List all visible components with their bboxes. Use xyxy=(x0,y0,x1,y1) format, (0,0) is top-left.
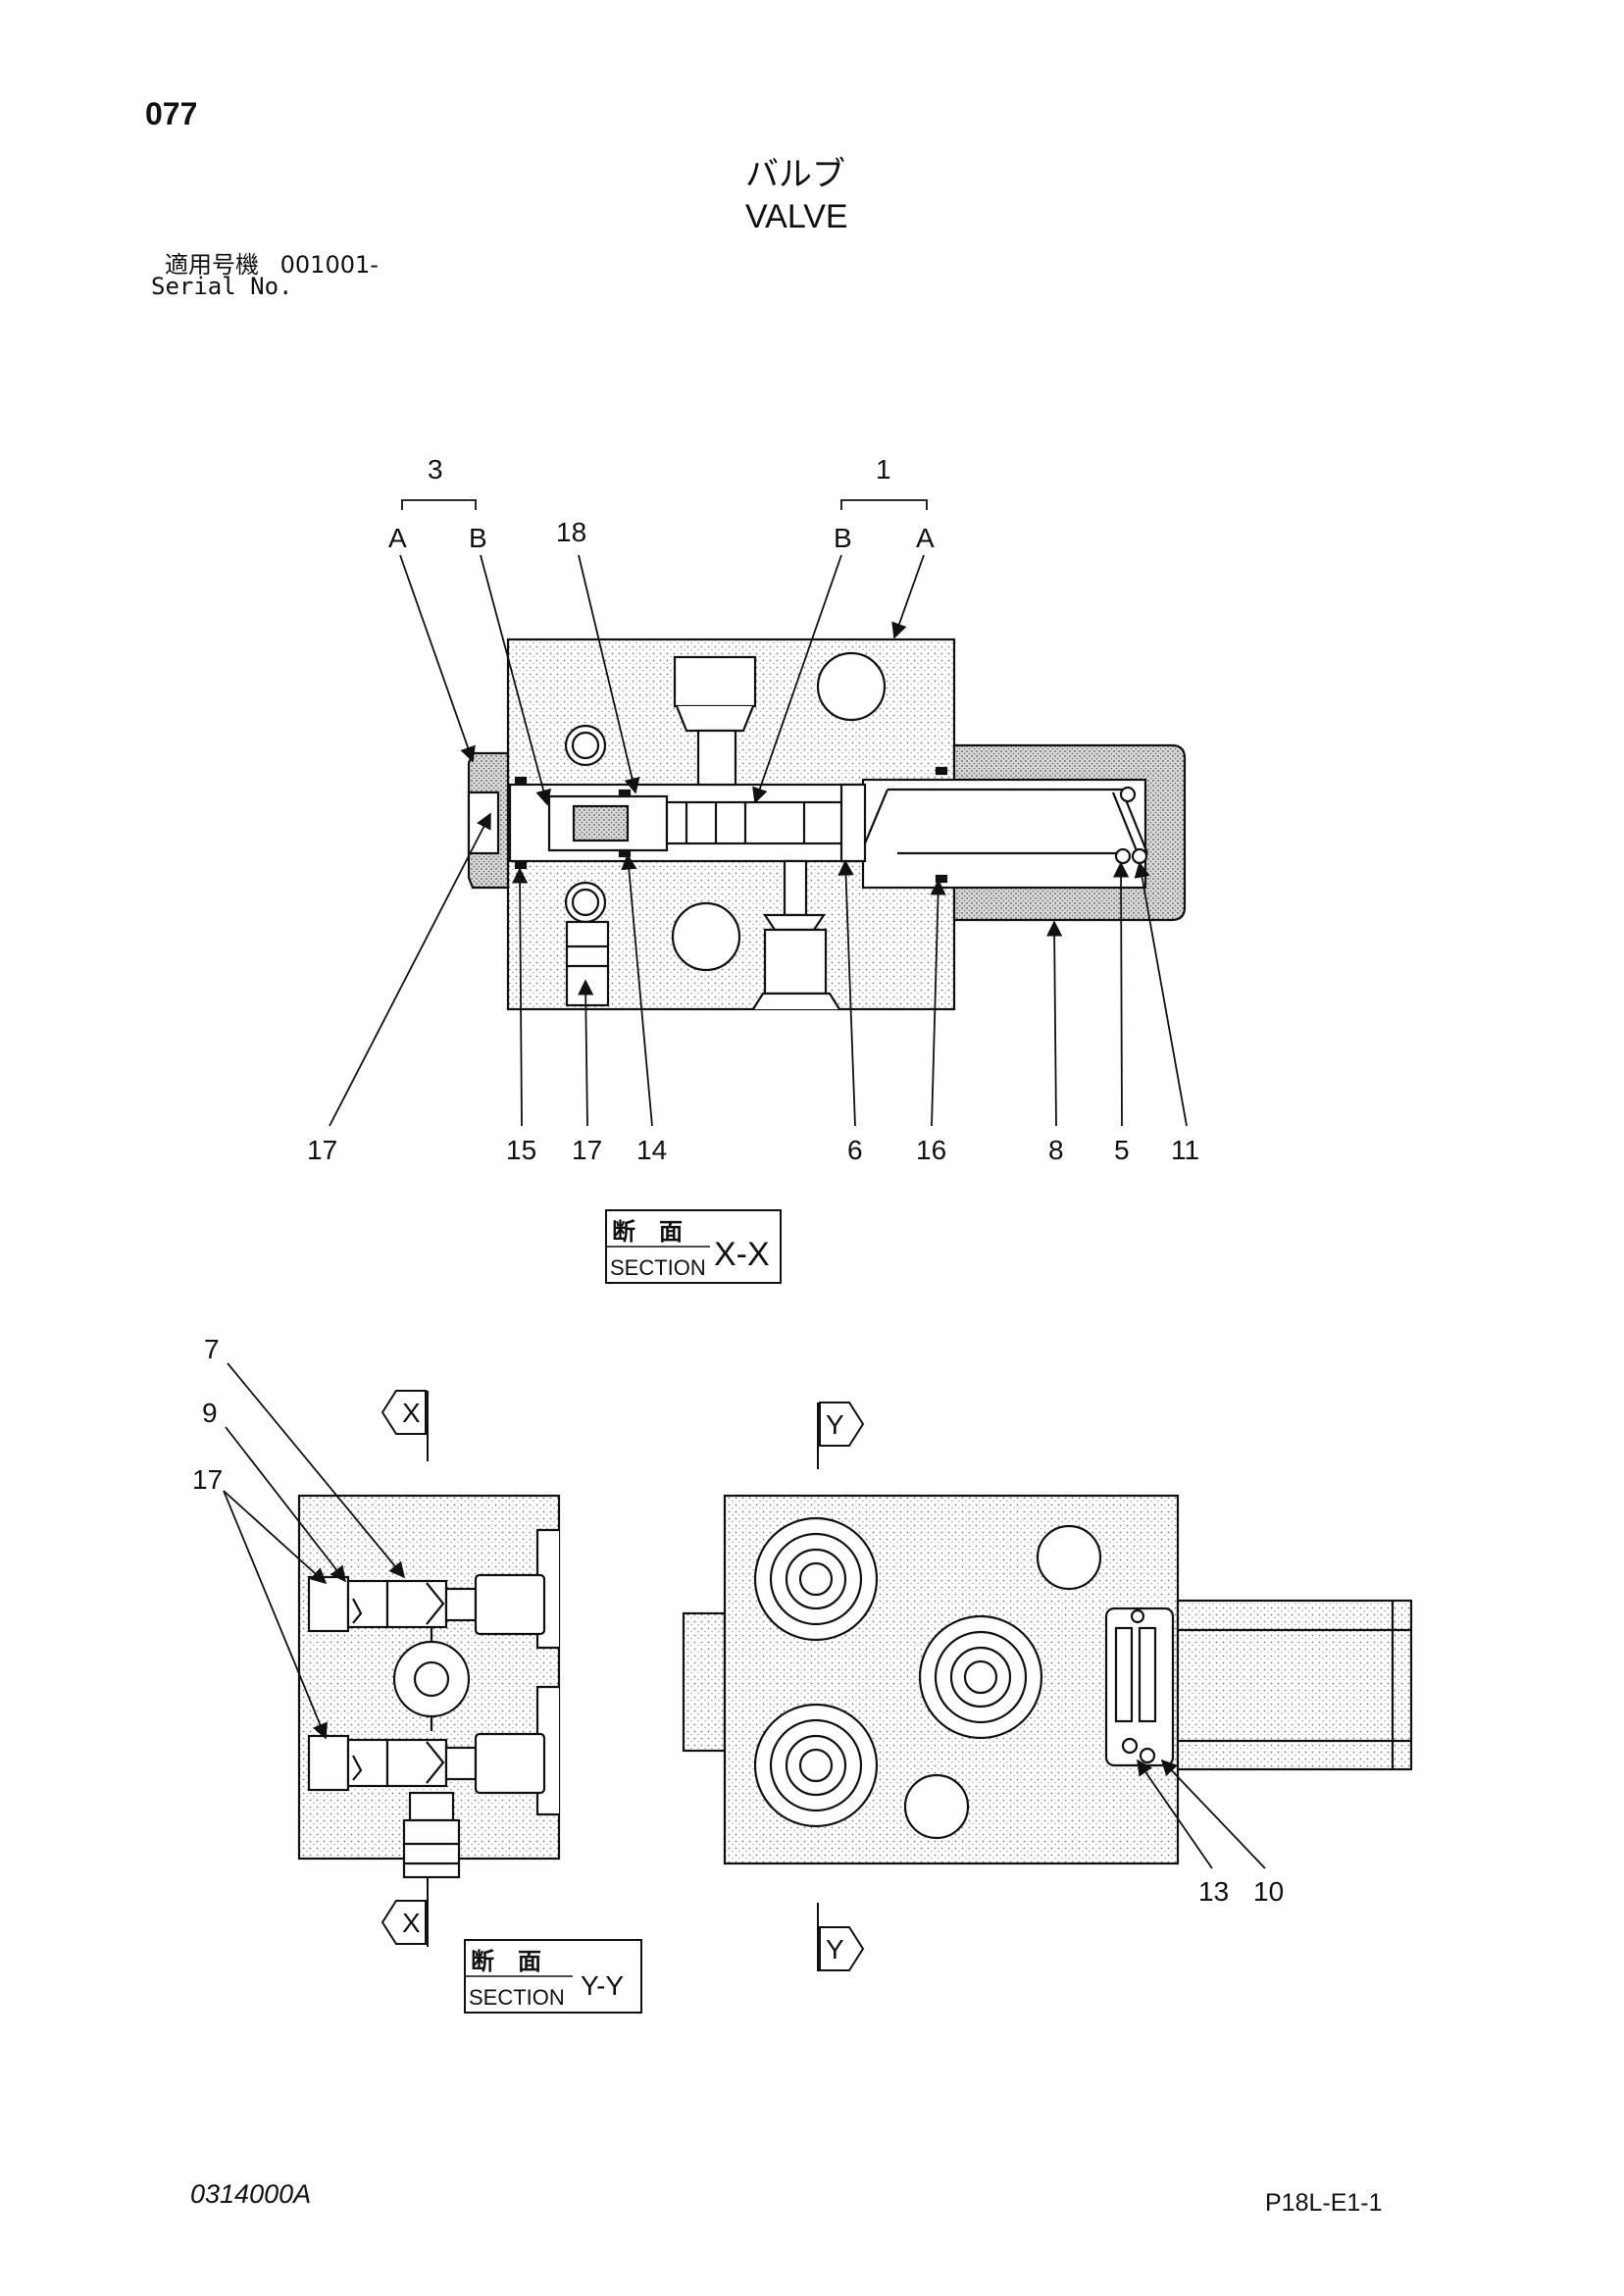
callout-bottom-16: 16 xyxy=(916,1135,946,1165)
section-xx-id: X-X xyxy=(714,1236,770,1273)
callout-ext-13: 13 xyxy=(1198,1876,1229,1907)
callout-yy-7: 7 xyxy=(204,1334,220,1364)
callout-bottom-15: 15 xyxy=(506,1135,536,1165)
drawing-code: 0314000A xyxy=(190,2179,312,2209)
view-y-bottom-label: Y xyxy=(826,1934,844,1964)
external-view-leaders xyxy=(1137,1759,1266,1869)
view-marker-y-bottom xyxy=(817,1903,865,1971)
external-view-drawing xyxy=(682,1494,1413,1865)
section-yy-en: SECTION xyxy=(469,1985,565,2010)
view-x-bottom-label: X xyxy=(402,1908,421,1938)
section-yy-drawing xyxy=(297,1494,561,1879)
callout-bottom-6: 6 xyxy=(847,1135,863,1165)
callout-bottom-8: 8 xyxy=(1048,1135,1064,1165)
callout-bottom-17b: 17 xyxy=(572,1135,602,1165)
section-xx-leaders xyxy=(329,499,1188,1127)
callout-a-right: A xyxy=(916,523,935,553)
callout-bottom-5: 5 xyxy=(1114,1135,1130,1165)
section-yy-id: Y-Y xyxy=(581,1970,624,2001)
callout-bottom-17a: 17 xyxy=(307,1135,337,1165)
callout-ext-10: 10 xyxy=(1253,1876,1284,1907)
title-japanese: バルブ xyxy=(745,155,845,194)
section-xx-drawing xyxy=(467,638,1187,1011)
section-xx-jp: 断 面 xyxy=(612,1218,683,1246)
serial-value: 001001- xyxy=(279,251,379,279)
callout-yy-17: 17 xyxy=(192,1464,223,1495)
page-code: P18L-E1-1 xyxy=(1265,2189,1383,2217)
serial-label-en: Serial No. xyxy=(151,273,293,300)
section-yy-jp: 断 面 xyxy=(471,1948,541,1975)
view-marker-y-top xyxy=(817,1402,865,1469)
page-number: 077 xyxy=(145,96,198,131)
section-yy-leaders xyxy=(223,1362,406,1740)
callout-a-left: A xyxy=(388,523,407,553)
view-marker-x-bottom xyxy=(381,1878,429,1947)
section-xx-en: SECTION xyxy=(610,1255,706,1280)
section-xx-label: 断 面 SECTION X-X xyxy=(605,1209,782,1284)
section-yy-label: 断 面 SECTION Y-Y xyxy=(464,1939,642,2014)
callout-b-right: B xyxy=(834,523,852,553)
serial-line: 適用号機 001001- xyxy=(165,245,379,280)
view-marker-x-top xyxy=(381,1390,429,1461)
spring xyxy=(1111,791,1149,854)
view-x-top-label: X xyxy=(402,1398,421,1428)
callout-b-left: B xyxy=(469,523,487,553)
callout-18: 18 xyxy=(556,517,586,547)
ext-cylinder xyxy=(1176,1599,1413,1771)
callout-1: 1 xyxy=(876,454,891,485)
callout-bottom-11: 11 xyxy=(1171,1135,1199,1165)
serial-label-jp: 適用号機 xyxy=(165,251,259,279)
callout-3: 3 xyxy=(428,454,443,485)
view-y-top-label: Y xyxy=(826,1409,844,1440)
callout-bottom-14: 14 xyxy=(636,1135,667,1165)
title-english: VALVE xyxy=(745,198,848,235)
callout-yy-9: 9 xyxy=(202,1398,218,1428)
